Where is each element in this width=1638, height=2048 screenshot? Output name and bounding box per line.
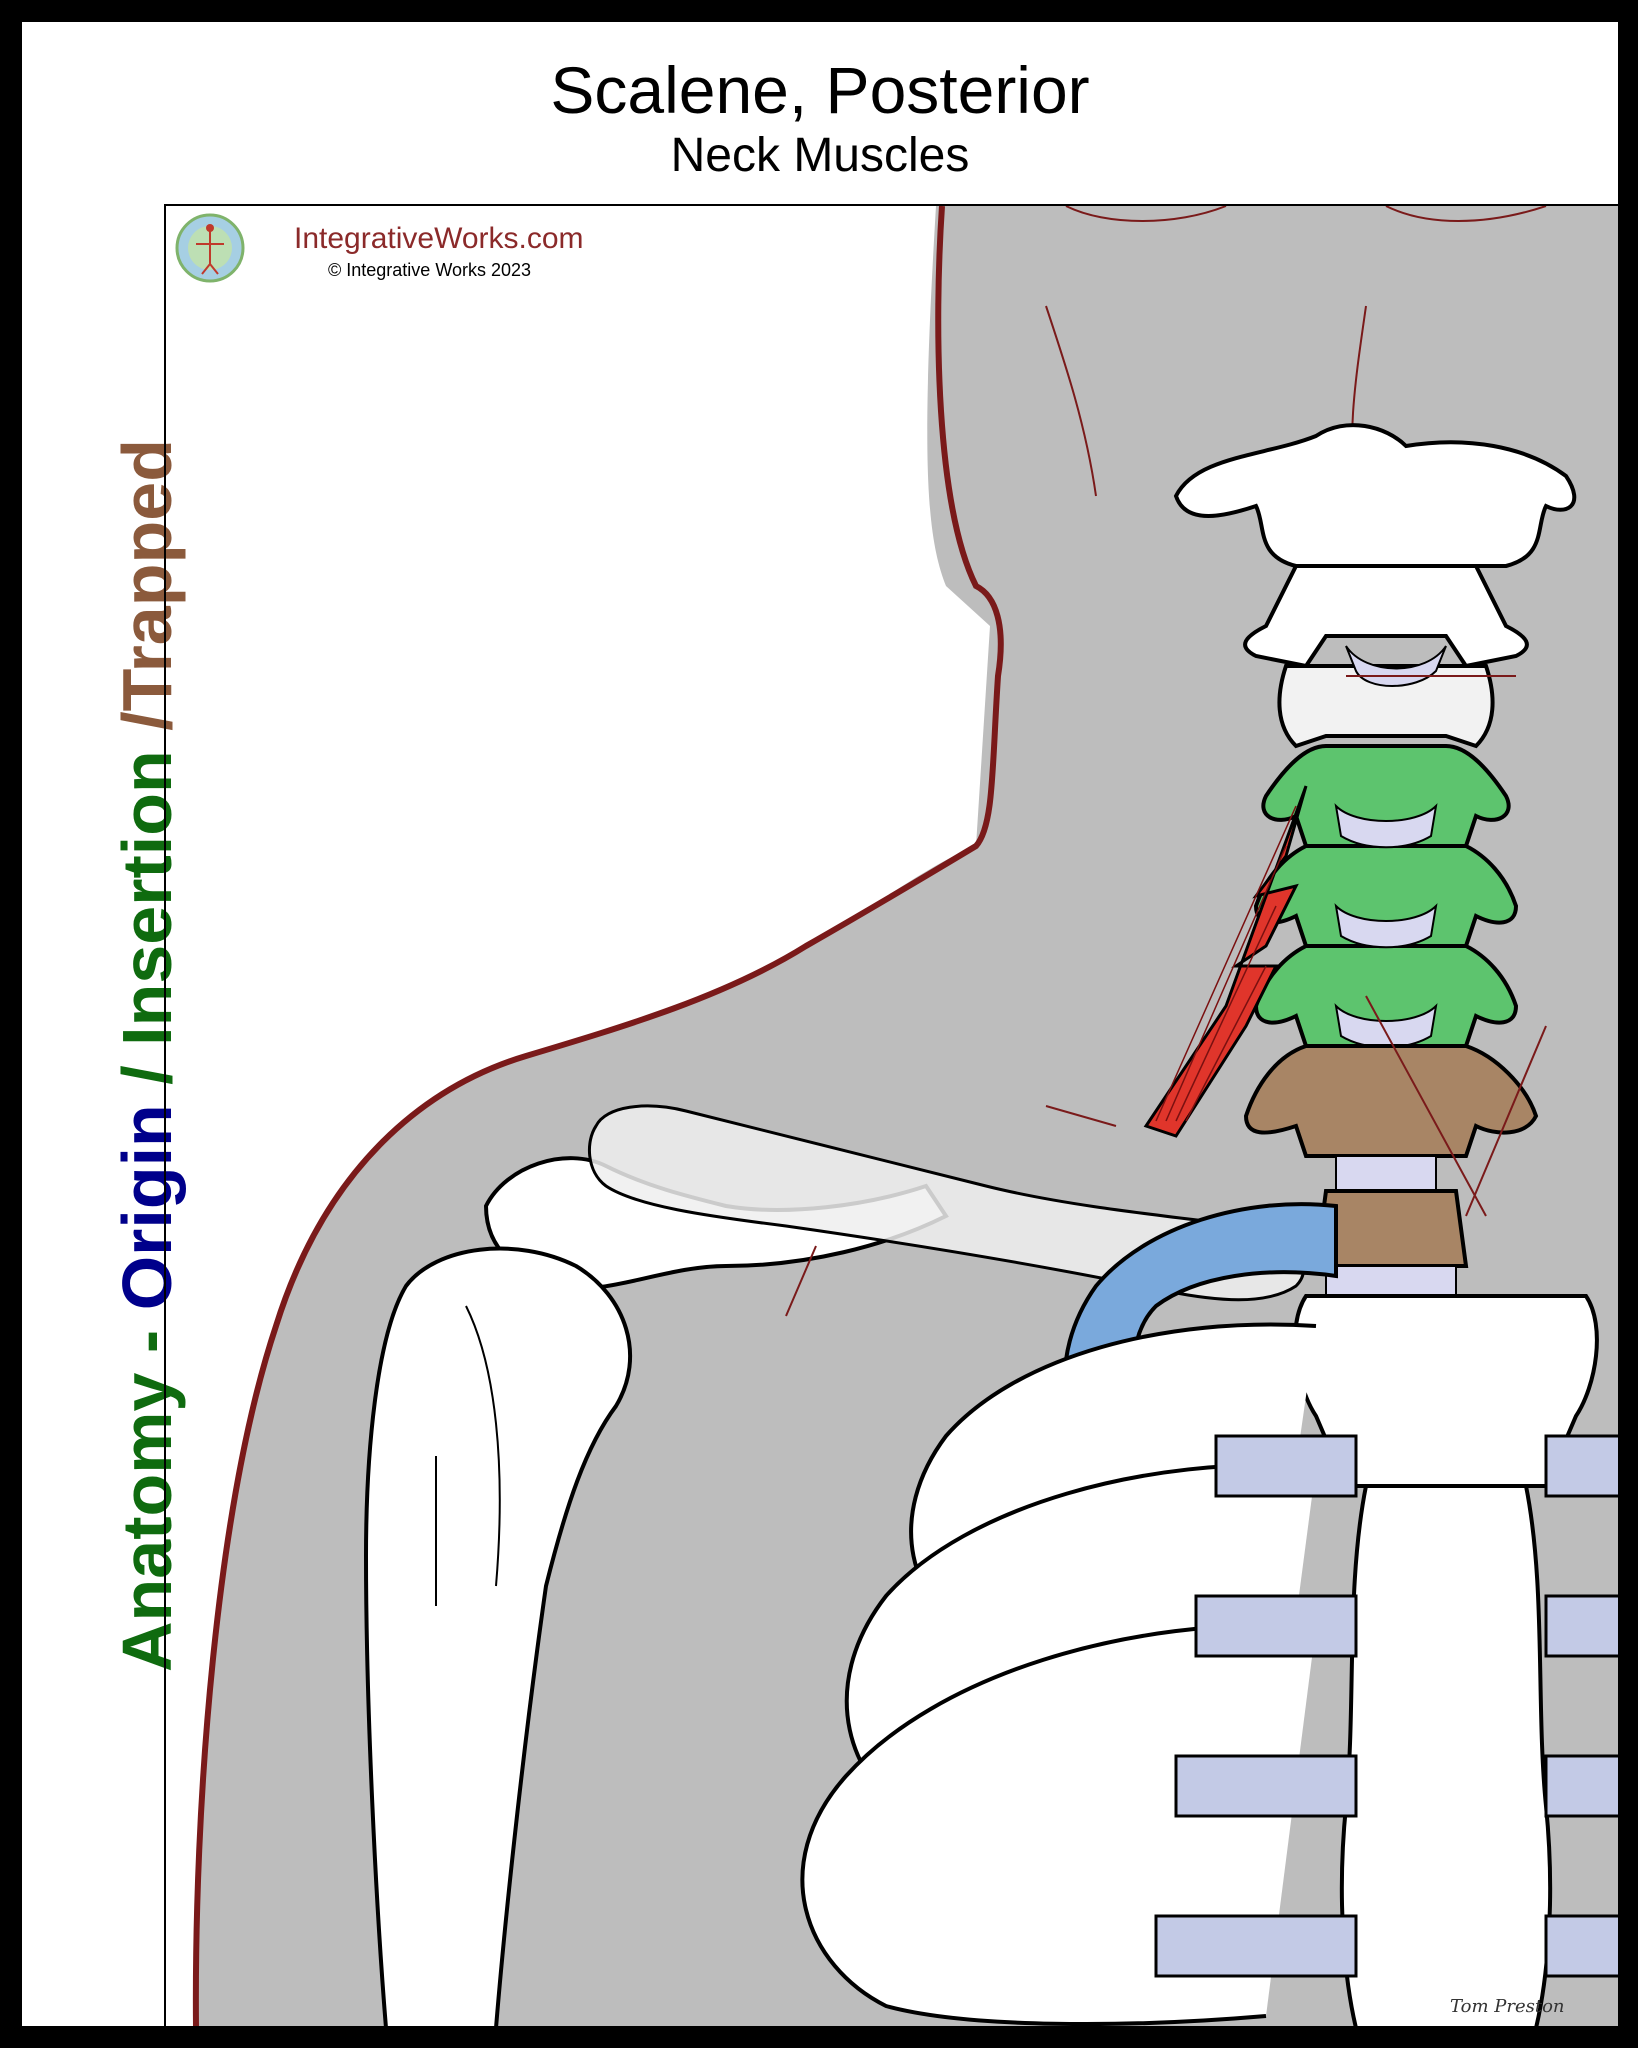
artist-signature: Tom Preston: [1450, 1996, 1565, 2017]
illustration-frame: IntegrativeWorks.com © Integrative Works…: [164, 204, 1618, 2026]
sternum: [1339, 1484, 1553, 2026]
muscle-attachment-lines: [785, 675, 1547, 1317]
vitruvian-man-logo-icon: [175, 213, 245, 283]
brand-site-name: IntegrativeWorks.com: [294, 222, 584, 255]
body-outline: [192, 206, 1004, 2026]
humerus-detail-line: [435, 1305, 501, 1606]
clavicle: [587, 1104, 1306, 1302]
humerus: [363, 1246, 632, 2026]
costal-cartilages: [1154, 1434, 1618, 1978]
t3-disc: [1325, 1265, 1457, 1297]
page-subtitle: Neck Muscles: [670, 129, 970, 182]
vertebral-discs: [1334, 803, 1438, 1049]
cervical-vertebrae-green: [1253, 744, 1519, 1048]
poster: Scalene, Posterior Neck Muscles Anatomy …: [22, 22, 1618, 2026]
copyright-text: © Integrative Works 2023: [328, 260, 532, 280]
posterior-scalene-muscle: [1143, 785, 1308, 1138]
t1-vertebra-brown: [1243, 1044, 1539, 1158]
muscle-fibers: [1155, 805, 1297, 1122]
anatomy-illustration: [192, 206, 1618, 2026]
t2-vertebra-brown: [1313, 1189, 1469, 1268]
t1-disc: [1335, 1155, 1437, 1192]
axis-vertebra: [1243, 564, 1529, 669]
head-contour-line: [1045, 206, 1547, 507]
c3-vertebra: [1277, 664, 1495, 749]
page-title: Scalene, Posterior: [550, 53, 1090, 127]
